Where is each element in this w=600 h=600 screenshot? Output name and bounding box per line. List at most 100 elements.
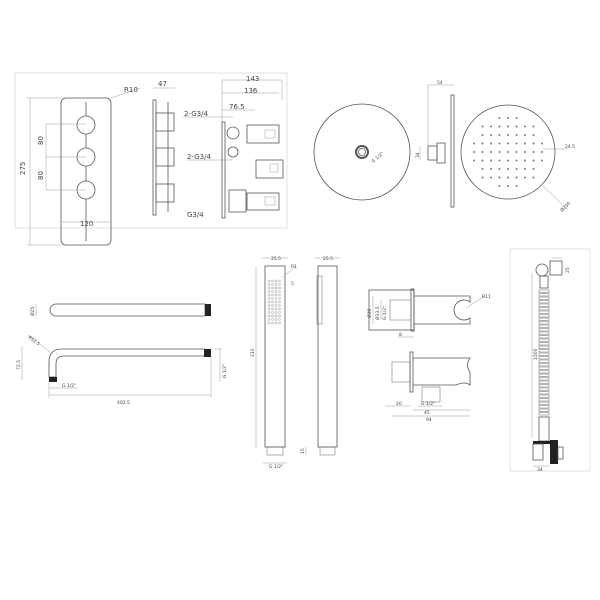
nozzle-dot — [532, 168, 535, 170]
hose-rib — [538, 317, 550, 321]
nozzle-dot — [532, 125, 535, 128]
nozzle-dot — [481, 159, 484, 162]
nozzle-dot — [481, 168, 484, 170]
valve-radius-label: R10 — [124, 86, 138, 94]
valve-side-view — [152, 87, 175, 216]
hand-shower-nozzle — [278, 283, 281, 286]
hose-rib — [538, 296, 550, 300]
hose-rib — [538, 408, 550, 412]
hand-shower-nozzle — [267, 283, 271, 286]
hose-rib — [538, 366, 550, 370]
nozzle-dot — [524, 142, 526, 145]
valve-outlet-top-label: 2-G3/4 — [184, 110, 208, 118]
hose-rib — [538, 314, 550, 318]
hand-shower-nozzle — [267, 293, 271, 297]
shower-head-side-view — [419, 84, 455, 208]
hose-rib — [538, 338, 550, 342]
hand-shower-side-width-label: 25.5 — [323, 256, 333, 262]
hand-shower-nozzle — [267, 279, 271, 283]
hand-shower-nozzle — [278, 311, 281, 314]
nozzle-dot — [532, 142, 535, 145]
nozzle-dot — [507, 142, 509, 145]
nozzle-dot — [515, 117, 518, 119]
hose-rib — [538, 307, 550, 311]
nozzle-dot — [515, 151, 518, 153]
shower-head-face-view — [460, 104, 556, 200]
hose-rib — [538, 324, 550, 328]
bracket-body-len-label: 45 — [424, 410, 430, 416]
hand-shower-nozzle — [278, 300, 281, 304]
hand-shower-nozzle — [271, 283, 274, 286]
shower-arm-outlet-thread-label: G 1/2" — [62, 383, 76, 389]
hose-rib — [538, 412, 550, 416]
hand-shower-nozzle — [278, 304, 281, 307]
nozzle-dot — [481, 151, 484, 153]
nozzle-dot — [490, 134, 492, 136]
hose-rib — [538, 331, 550, 335]
hand-shower-nozzle — [267, 321, 271, 325]
hose-rib — [538, 373, 550, 377]
shower-arm-length-label: 402.5 — [117, 400, 130, 406]
nozzle-dot — [473, 151, 475, 153]
nozzle-dot — [524, 159, 526, 162]
nozzle-dot — [490, 176, 492, 179]
shower-head-nozzle-offset-label: 24.5 — [565, 144, 575, 150]
nozzle-dot — [515, 159, 518, 162]
valve-front-view — [27, 87, 141, 246]
hose-rib — [538, 349, 550, 353]
hose-rib — [538, 401, 550, 405]
hose-rib — [538, 300, 550, 304]
nozzle-dot — [498, 134, 501, 136]
shower-arm-bend-radius-label: R52.5 — [27, 335, 41, 348]
nozzle-dot — [507, 117, 509, 119]
nozzle-dot — [481, 176, 484, 179]
bracket-thread-len-label: 20 — [396, 401, 402, 407]
hand-shower-nozzle — [271, 300, 274, 304]
shower-arm-inlet-thread-label: G 1/2" — [222, 364, 228, 378]
nozzle-dot — [515, 125, 518, 128]
hose-rib — [538, 377, 550, 381]
nozzle-dot — [481, 134, 484, 136]
valve-height-label: 275 — [19, 162, 27, 175]
nozzle-dot — [532, 159, 535, 162]
nozzle-dot — [507, 185, 509, 187]
hand-shower-nozzle — [267, 300, 271, 304]
nozzle-dot — [524, 176, 526, 179]
hand-shower-nozzle — [274, 279, 278, 283]
valve-spacing-top-label: 80 — [37, 136, 45, 145]
nozzle-dot — [507, 176, 509, 179]
nozzle-dot — [532, 134, 535, 136]
nozzle-dot — [481, 142, 484, 145]
nozzle-dot — [507, 134, 509, 136]
valve-section-view — [183, 79, 284, 219]
hose-rib — [538, 335, 550, 339]
nozzle-dot — [541, 159, 543, 162]
hose-rib — [538, 398, 550, 402]
hand-shower-thread-label: G 1/2" — [269, 464, 283, 470]
hose-rib — [538, 342, 550, 346]
hand-shower-nozzle — [278, 293, 281, 297]
hand-shower-nozzle — [267, 311, 271, 314]
nozzle-dot — [481, 125, 484, 128]
hand-shower-nozzle — [278, 290, 281, 293]
shower-arm-side-view — [21, 334, 222, 398]
shower-hose-view — [531, 257, 564, 467]
nozzle-dot — [507, 159, 509, 162]
nozzle-dot — [498, 117, 501, 119]
hose-rib — [538, 394, 550, 398]
hand-shower-nozzle — [274, 283, 278, 286]
hand-shower-nozzle — [267, 304, 271, 307]
hose-rib — [538, 289, 550, 293]
hand-shower-nozzle — [267, 314, 271, 318]
shower-head-diameter-label: Ø250 — [558, 200, 572, 214]
hand-shower-nozzle — [271, 286, 274, 290]
hand-shower-nozzle — [274, 290, 278, 293]
shower-arm-top-view — [35, 303, 211, 317]
nozzle-dot — [507, 125, 509, 128]
hose-rib — [538, 352, 550, 356]
hand-shower-nozzle — [274, 304, 278, 307]
hose-rib — [538, 345, 550, 349]
hand-shower-nozzle — [274, 297, 278, 300]
